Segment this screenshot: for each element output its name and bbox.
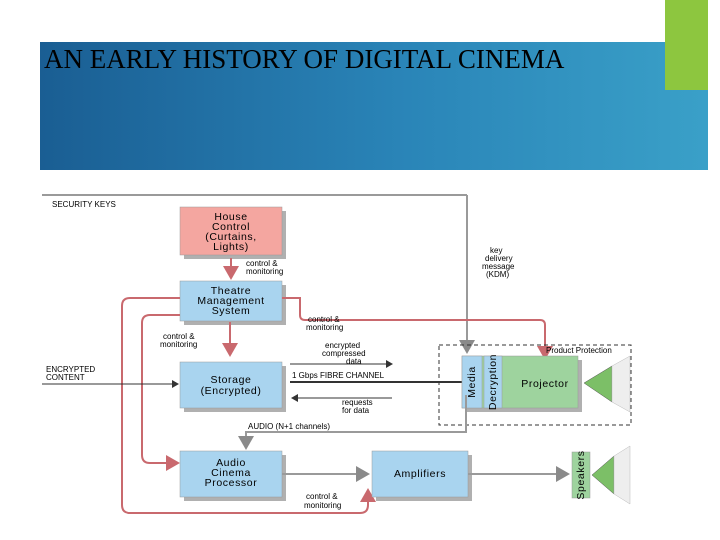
speakers-label: Speakers [575, 450, 587, 499]
control-monitoring-4a: control & [306, 492, 338, 501]
accent-bar [665, 0, 708, 90]
control-monitoring-3b: monitoring [160, 340, 197, 349]
projector-beam-icon [611, 355, 631, 413]
control-monitoring-1a: control & [246, 259, 278, 268]
media-block-label-2: Decryption [487, 354, 499, 410]
title-banner [40, 42, 708, 170]
acp-box: Audio Cinema Processor [179, 450, 286, 501]
audio-wire [238, 395, 467, 450]
kdm-line-4: (KDM) [486, 270, 509, 279]
projector-label: Projector [521, 378, 568, 390]
house-control-box: House Control (Curtains, Lights) [179, 206, 286, 259]
product-protection-region [438, 344, 632, 426]
requests-data-2: for data [342, 406, 370, 415]
media-block-label-1: Media [466, 366, 478, 398]
requests-data-1: requests [342, 398, 373, 407]
tms-line-2: Management [197, 295, 264, 307]
tms-projector-wire [282, 297, 553, 360]
slide-title: AN EARLY HISTORY OF DIGITAL CINEMA [44, 44, 565, 74]
fibre-channel-label: 1 Gbps FIBRE CHANNEL [292, 371, 385, 380]
tms-amplifiers-wire [121, 297, 376, 514]
speaker-cone-icon [591, 455, 615, 495]
product-protection-label: Product Protection [546, 346, 612, 355]
house-control-line-2: Control [212, 221, 250, 233]
sound-wave-icon [613, 445, 631, 505]
encrypted-data-1: encrypted [325, 341, 360, 350]
projector-lens-icon [583, 365, 613, 403]
kdm-line-3: message [482, 262, 515, 271]
encrypted-data-2: compressed [322, 349, 366, 358]
kdm-line-2: delivery [485, 254, 513, 263]
tms-line-1: Theatre [211, 285, 251, 297]
house-control-line-4: Lights) [213, 241, 249, 253]
acp-line-3: Processor [205, 477, 258, 489]
storage-line-2: (Encrypted) [201, 385, 262, 397]
kdm-line-1: key [490, 246, 502, 255]
house-control-line-1: House [214, 211, 247, 223]
control-monitoring-4b: monitoring [304, 501, 341, 510]
encrypted-data-3: data [346, 357, 362, 366]
control-monitoring-3a: control & [163, 332, 195, 341]
tms-line-3: System [212, 305, 251, 317]
storage-box: Storage (Encrypted) [179, 361, 286, 412]
acp-line-2: Cinema [211, 467, 251, 479]
control-monitoring-2a: control & [308, 315, 340, 324]
security-keys-wire [42, 194, 475, 354]
amplifiers-box: Amplifiers [371, 450, 472, 501]
security-keys-label: SECURITY KEYS [52, 200, 116, 209]
acp-line-1: Audio [216, 457, 246, 469]
audio-channels-label: AUDIO (N+1 channels) [248, 422, 330, 431]
tms-acp-wire [141, 314, 180, 471]
amplifiers-label: Amplifiers [394, 468, 446, 480]
house-control-line-3: (Curtains, [205, 231, 257, 243]
speakers-box: Speakers [571, 450, 591, 500]
encrypted-content-2: CONTENT [46, 373, 85, 382]
control-monitoring-1b: monitoring [246, 267, 283, 276]
control-monitoring-2b: monitoring [306, 323, 343, 332]
storage-line-1: Storage [211, 374, 252, 386]
projector-box: Media Decryption Projector [461, 354, 582, 412]
encrypted-content-1: ENCRYPTED [46, 365, 95, 374]
tms-box: Theatre Management System [179, 280, 286, 325]
